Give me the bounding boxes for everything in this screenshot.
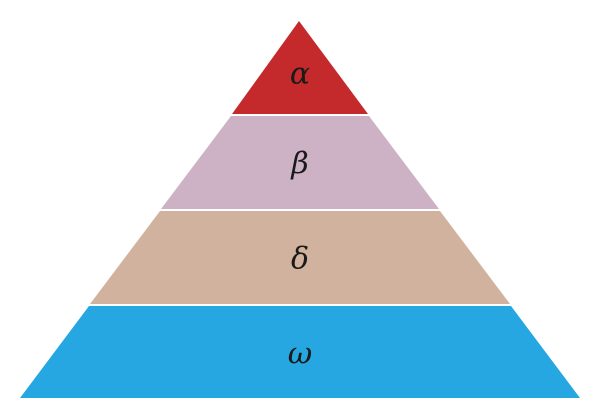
pyramid-tier-omega-label: ω — [288, 337, 312, 372]
pyramid-tier-delta: δ — [90, 211, 510, 304]
pyramid-tier-beta: β — [161, 116, 439, 209]
pyramid-tier-delta-label: δ — [291, 242, 309, 277]
pyramid-tier-omega: ω — [20, 306, 580, 398]
pyramid-tier-beta-label: β — [290, 147, 308, 182]
pyramid-tier-alpha: α — [232, 21, 368, 114]
pyramid-tier-delta-shape — [90, 211, 510, 304]
pyramid-tier-omega-shape — [20, 306, 580, 398]
pyramid-tier-alpha-shape — [232, 21, 368, 114]
pyramid-tier-alpha-label: α — [290, 57, 310, 92]
pyramid-tier-beta-shape — [161, 116, 439, 209]
